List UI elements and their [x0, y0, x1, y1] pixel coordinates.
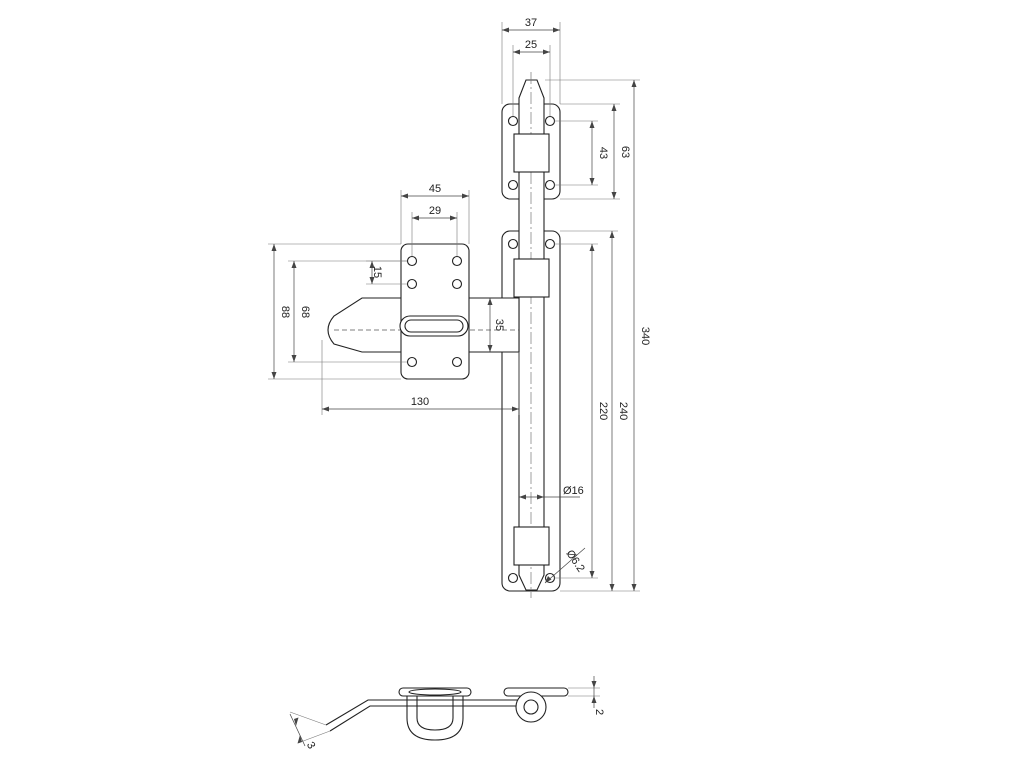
dim-hasp-small: 15 — [366, 260, 407, 285]
dim-3: 3 — [304, 740, 317, 751]
dim-right-long: 220 240 340 — [545, 79, 651, 592]
dim-63: 63 — [619, 146, 631, 158]
dim-340: 340 — [639, 327, 651, 345]
dim-68: 68 — [299, 306, 311, 318]
dim-arm-thickness: 3 — [289, 711, 331, 751]
dim-88: 88 — [279, 306, 291, 318]
hasp-staple-plate — [399, 243, 470, 380]
dim-2: 2 — [593, 709, 605, 715]
dim-130: 130 — [411, 396, 429, 408]
dim-rod-diameter: Ø16 — [519, 485, 584, 500]
dim-220: 220 — [597, 402, 609, 420]
dim-35: 35 — [493, 319, 505, 331]
dim-top-widths: 37 25 — [501, 17, 561, 116]
dim-hasp-widths: 45 29 — [400, 183, 470, 256]
side-view — [325, 687, 569, 741]
dim-15: 15 — [371, 266, 383, 278]
dim-29: 29 — [429, 205, 441, 217]
dim-hasp-heights: 88 68 — [268, 243, 407, 380]
dim-45: 45 — [429, 183, 441, 195]
dim-25: 25 — [525, 39, 537, 51]
dim-37: 37 — [525, 17, 537, 29]
dim-top-heights: 43 63 — [554, 103, 631, 200]
dim-hasp-reach: 130 — [321, 340, 520, 415]
dim-240: 240 — [617, 402, 629, 420]
dim-diameter-16: Ø16 — [563, 485, 584, 497]
dim-diameter-6-2: Ø6.2 — [564, 548, 587, 574]
dim-43: 43 — [597, 147, 609, 159]
guide-sleeves — [513, 133, 550, 566]
dim-plate-thickness: 2 — [568, 676, 605, 715]
dim-hasp-arm: 35 — [487, 298, 505, 352]
